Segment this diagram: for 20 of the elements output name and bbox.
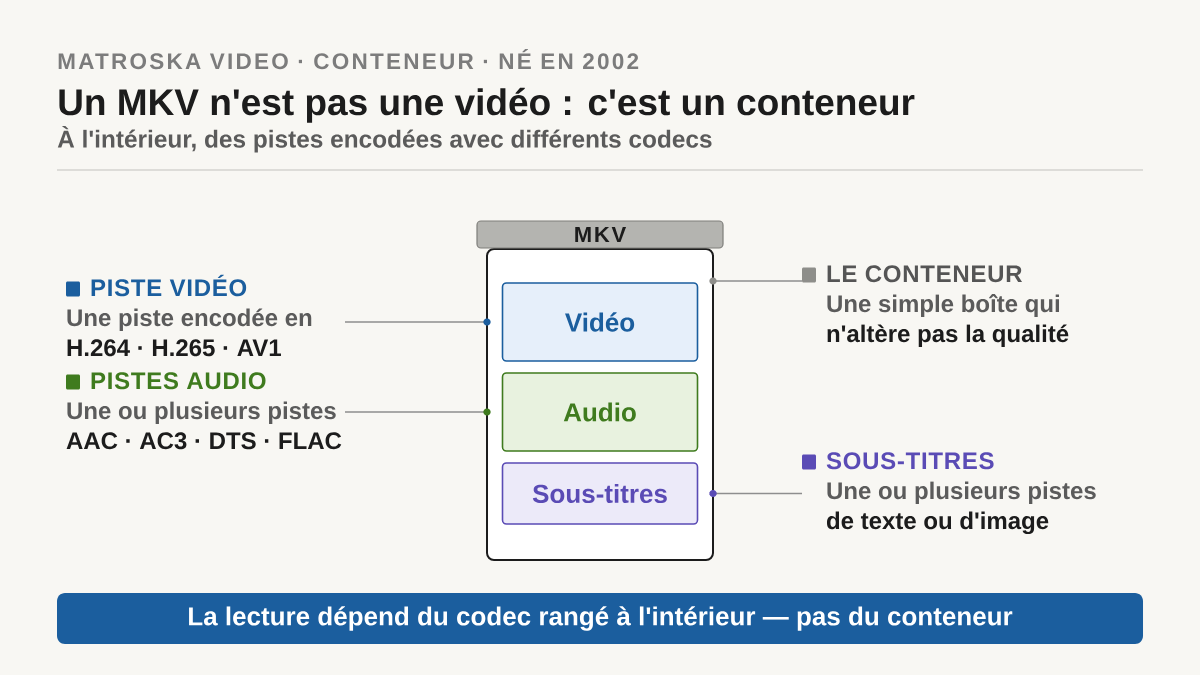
- callout-text: Une ou plusieurs pistes: [67, 401, 336, 424]
- kicker-text: MATROSKA VIDEO · CONTENEUR · NÉ EN 2002: [58, 49, 639, 70]
- highlight-text: H.264 · H.265 · AV1: [67, 339, 281, 357]
- callout-text: Une piste encodée en: [67, 308, 312, 331]
- callout-heading: PISTE VIDÉO: [91, 274, 247, 297]
- subtitle-text: À l'intérieur, des pistes encodées avec différents codecs: [57, 125, 712, 153]
- callout-heading: SOUS-TITRES: [826, 452, 994, 470]
- callout-heading: LE CONTENEUR: [827, 265, 1023, 283]
- callout-text: Une ou plusieurs pistes: [827, 481, 1096, 504]
- track-box: Audio: [501, 372, 699, 452]
- track-box: Vidéo: [501, 282, 699, 362]
- callout-text: Une simple boîte qui: [827, 294, 1059, 317]
- track-box: Sous-titres: [501, 462, 699, 525]
- highlight-text: de texte ou d'image: [827, 511, 1049, 535]
- summary-banner: La lecture dépend du codec rangé à l'intérieur — pas du conteneur: [57, 593, 1143, 644]
- callout-heading: PISTES AUDIO: [91, 372, 266, 390]
- container-tab: MKV: [476, 220, 724, 249]
- highlight-text: AAC · AC3 · DTS · FLAC: [66, 432, 342, 450]
- highlight-text: n'altère pas la qualité: [827, 324, 1069, 347]
- title-text: Un MKV n'est pas une vidéo : c'est un conteneur: [59, 87, 915, 123]
